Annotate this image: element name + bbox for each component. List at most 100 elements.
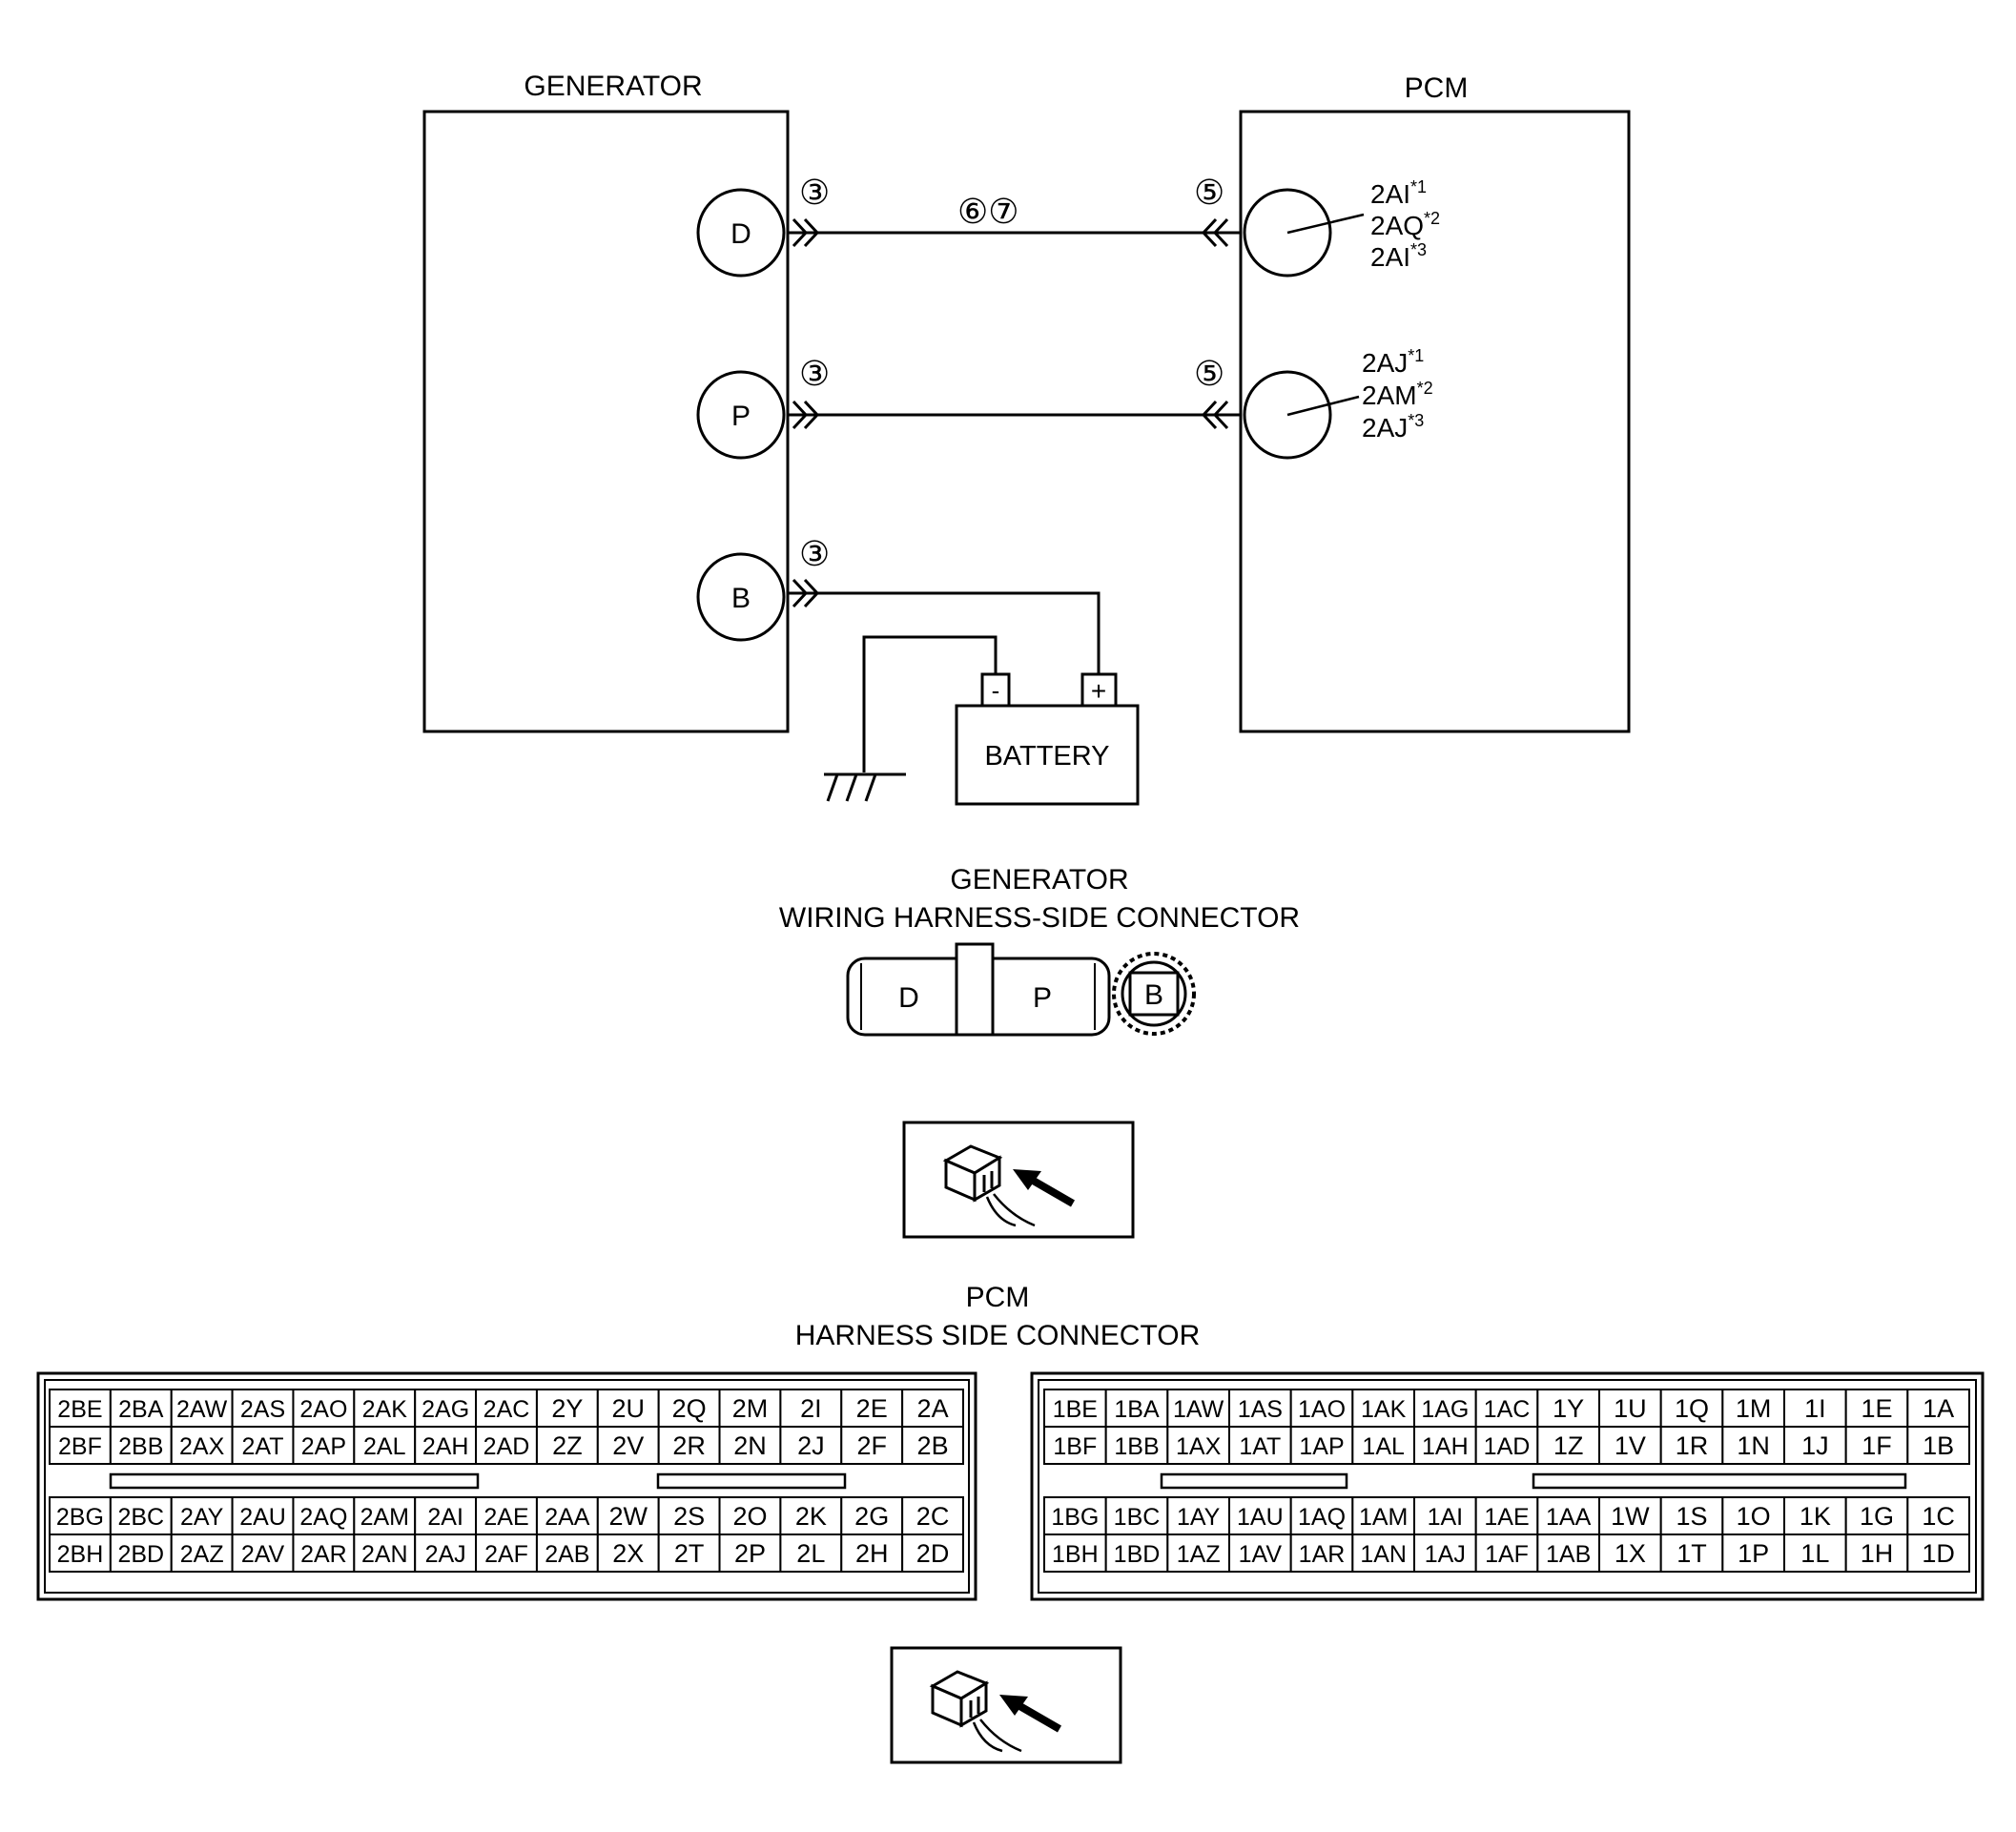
pin-cell xyxy=(1228,1426,1292,1465)
pin-label: 2L xyxy=(796,1539,825,1568)
pin-label: 2AC xyxy=(483,1396,530,1423)
svg-text:B: B xyxy=(731,583,751,614)
pin-label: 2AW xyxy=(176,1396,228,1423)
pin-label: 2V xyxy=(612,1431,644,1460)
svg-text:2AJ*3: 2AJ*3 xyxy=(1362,411,1424,443)
pin-cell xyxy=(596,1426,660,1465)
pin-cell xyxy=(901,1426,965,1465)
pin-cell xyxy=(779,1389,843,1428)
pin-label: 1N xyxy=(1737,1431,1770,1460)
battery-label: BATTERY xyxy=(984,741,1109,772)
pin-cell xyxy=(1166,1534,1231,1573)
pin-label: 1AI xyxy=(1428,1504,1464,1531)
gen-connector-pin-b: B xyxy=(1144,979,1163,1011)
pin-label: 1AB xyxy=(1546,1541,1591,1568)
pin-label: 1AA xyxy=(1546,1504,1592,1531)
pin-cell xyxy=(109,1534,173,1573)
pin-label: 1AH xyxy=(1422,1433,1469,1460)
pin-label: 1AM xyxy=(1359,1504,1408,1531)
pin-label: 2AU xyxy=(239,1504,286,1531)
connector-view-icon xyxy=(890,1646,1122,1764)
callout-wire-d: ⑥⑦ xyxy=(957,192,1019,231)
pin-cell xyxy=(109,1426,173,1465)
pin-label: 2AQ xyxy=(299,1504,347,1531)
pin-label: 1AQ xyxy=(1298,1504,1346,1531)
pin-label: 2AT xyxy=(242,1433,284,1460)
pin-label: 1D xyxy=(1922,1539,1955,1568)
pin-label: 1AY xyxy=(1177,1504,1221,1531)
pin-cell xyxy=(1413,1534,1477,1573)
pin-label: 1BB xyxy=(1114,1433,1159,1460)
pin-cell xyxy=(353,1496,417,1535)
pin-cell xyxy=(1844,1534,1909,1573)
pin-cell xyxy=(535,1426,599,1465)
pin-label: 1AS xyxy=(1238,1396,1283,1423)
pin-label: 2S xyxy=(673,1502,705,1531)
pin-label: 2AZ xyxy=(180,1541,224,1568)
pcm-pin-labels-2: 2AJ*1 2AM*2 2AJ*3 xyxy=(1362,346,1433,443)
pin-label: 2C xyxy=(916,1502,950,1531)
pin-label: 1L xyxy=(1800,1539,1829,1568)
pin-cell xyxy=(1043,1496,1107,1535)
pin-cell xyxy=(596,1496,660,1535)
callout-gen-d: ③ xyxy=(799,173,830,212)
callout-pcm-p: ⑤ xyxy=(1194,354,1224,393)
pin-label: 2I xyxy=(800,1394,822,1423)
pin-label: 1J xyxy=(1801,1431,1829,1460)
pin-label: 1AO xyxy=(1298,1396,1346,1423)
pin-cell xyxy=(1783,1426,1847,1465)
pin-cell xyxy=(170,1534,234,1573)
pin-cell xyxy=(1536,1534,1601,1573)
pin-cell xyxy=(1906,1496,1971,1535)
pin-cell xyxy=(292,1389,356,1428)
battery-plus-label: + xyxy=(1091,676,1106,706)
wire-p xyxy=(788,400,1241,430)
pin-label: 2BH xyxy=(57,1541,104,1568)
pin-cell xyxy=(596,1534,660,1573)
pin-label: 1AX xyxy=(1176,1433,1222,1460)
gen-connector-title-1: GENERATOR xyxy=(950,864,1128,895)
pin-cell xyxy=(475,1534,538,1573)
wire-b xyxy=(788,578,1101,674)
pin-label: 2AM xyxy=(360,1504,409,1531)
pin-label: 2AF xyxy=(484,1541,528,1568)
pin-label: 2AL xyxy=(363,1433,406,1460)
pin-label: 1BC xyxy=(1114,1504,1161,1531)
pin-label: 1C xyxy=(1922,1502,1955,1531)
pin-cell xyxy=(231,1426,295,1465)
pcm-terminal-2 xyxy=(1243,370,1360,460)
pin-label: 1S xyxy=(1676,1502,1707,1531)
pin-cell xyxy=(657,1426,721,1465)
pin-cell xyxy=(475,1389,538,1428)
pin-cell xyxy=(1289,1534,1354,1573)
pin-label: 1I xyxy=(1804,1394,1826,1423)
pin-label: 1AG xyxy=(1421,1396,1469,1423)
pin-cell xyxy=(1474,1426,1539,1465)
svg-text:2AI*3: 2AI*3 xyxy=(1370,240,1427,272)
pin-cell xyxy=(1598,1534,1662,1573)
pin-label: 1BG xyxy=(1051,1504,1099,1531)
pin-label: 2H xyxy=(855,1539,889,1568)
pin-cell xyxy=(49,1534,112,1573)
pin-label: 2AV xyxy=(241,1541,285,1568)
pin-label: 2AY xyxy=(180,1504,224,1531)
pin-cell xyxy=(657,1534,721,1573)
pin-cell xyxy=(1906,1534,1971,1573)
pin-label: 1P xyxy=(1738,1539,1769,1568)
pin-label: 1X xyxy=(1615,1539,1646,1568)
pin-label: 1BF xyxy=(1053,1433,1097,1460)
pin-label: 2AR xyxy=(300,1541,347,1568)
pin-cell xyxy=(109,1496,173,1535)
pin-label: 1BE xyxy=(1053,1396,1098,1423)
pin-label: 2D xyxy=(916,1539,950,1568)
pin-label: 1BA xyxy=(1114,1396,1160,1423)
pin-label: 1AN xyxy=(1360,1541,1407,1568)
pin-label: 1BH xyxy=(1052,1541,1099,1568)
pin-label: 1AZ xyxy=(1177,1541,1221,1568)
gen-connector-pin-p: P xyxy=(1033,982,1052,1014)
pin-label: 1K xyxy=(1800,1502,1831,1531)
svg-text:P: P xyxy=(731,401,751,432)
pin-label: 1Z xyxy=(1553,1431,1584,1460)
pin-cell xyxy=(1906,1426,1971,1465)
